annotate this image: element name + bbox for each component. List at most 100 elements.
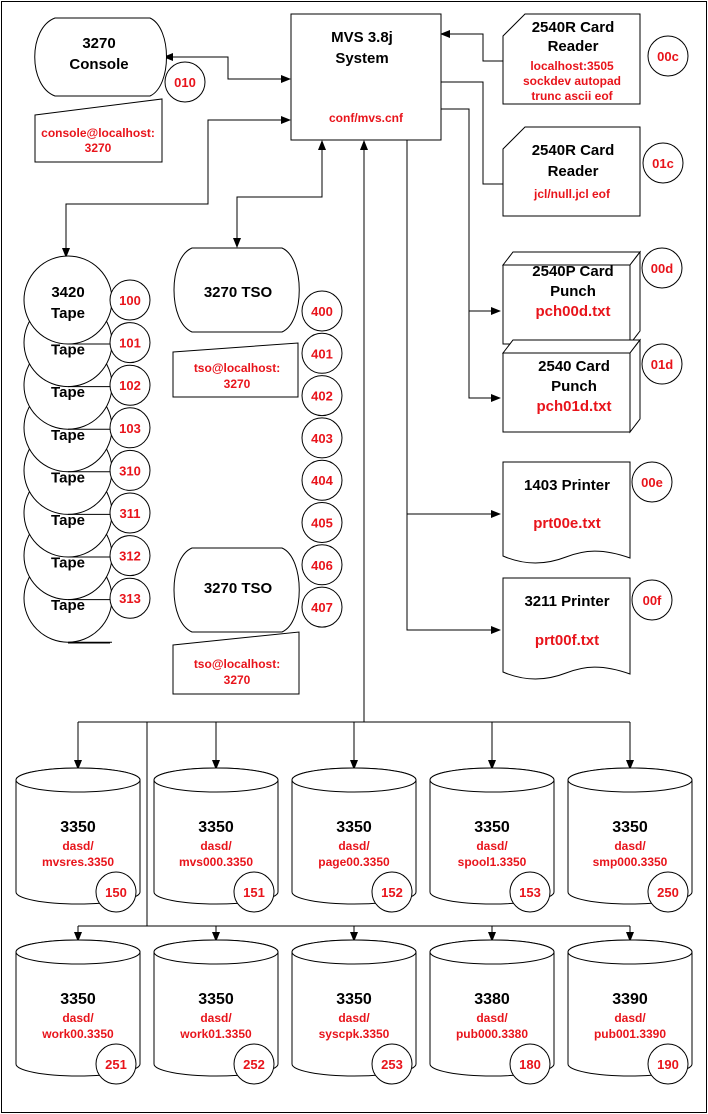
dasd-address: 151 [243, 885, 265, 900]
arrow-to-mvs-from-console [281, 75, 291, 83]
dasd-address-circle [509, 1043, 551, 1085]
reader-00c-info-line1: localhost:3505 [530, 59, 614, 73]
dasd-model: 3350 [336, 991, 372, 1008]
printer-00f-title: 3211 Printer [524, 593, 609, 610]
dasd-address-circle [233, 1043, 275, 1085]
dasd-drop-arrow [212, 760, 220, 770]
dasd-drop-arrow [74, 760, 82, 770]
reader-00c-address-circle [647, 35, 689, 77]
dasd-path-line2: mvs000.3350 [179, 855, 253, 869]
tape-label: Tape [51, 427, 85, 444]
tape-address: 311 [120, 506, 141, 521]
dasd-model: 3350 [474, 819, 510, 836]
printer-00f-node: 3211 Printer prt00f.txt 00f [502, 577, 673, 680]
dasd-address: 251 [105, 1057, 127, 1072]
dasd-cylinder-top [15, 939, 141, 965]
tape-address-circle [109, 577, 151, 619]
dasd-address: 250 [657, 885, 679, 900]
tso-address-circle [301, 459, 343, 501]
reader-00c-card-shape [502, 13, 641, 105]
dasd-drop-arrow [488, 932, 496, 942]
dasd-address: 150 [105, 885, 127, 900]
reader-00c-node: 2540R Card Reader localhost:3505 sockdev… [502, 13, 689, 105]
punch-01d-box-front [502, 352, 631, 433]
dasd-path-line1: dasd/ [200, 839, 232, 853]
printer-00f-address-circle [631, 579, 673, 621]
mvs-title-line2: System [335, 50, 388, 67]
tape-label: Tape [51, 555, 85, 572]
dasd-cylinder-top [291, 767, 417, 793]
tso-1-display-shape [173, 247, 300, 333]
dasd-cylinder-top [429, 767, 555, 793]
dasd-address-circle [95, 871, 137, 913]
tape-drive-100 [23, 255, 113, 345]
reader-01c-address: 01c [652, 156, 674, 171]
dasd-path-line1: dasd/ [338, 839, 370, 853]
reader-01c-address-circle [642, 142, 684, 184]
tso-2-title: 3270 TSO [204, 580, 273, 597]
tape-address: 103 [119, 421, 141, 436]
console-address: 010 [174, 75, 196, 90]
dasd-address: 180 [519, 1057, 541, 1072]
punch-00d-address-circle [641, 247, 683, 289]
dasd-address: 153 [519, 885, 541, 900]
printer-00e-address: 00e [641, 475, 663, 490]
dasd-drop-arrow [74, 932, 82, 942]
arrow-to-punch00d [491, 307, 501, 315]
tso-address-circle [301, 290, 343, 332]
dasd-path-line2: work00.3350 [41, 1027, 114, 1041]
punch-01d-node: 2540 Card Punch pch01d.txt 01d [501, 338, 683, 434]
console-address-circle [164, 61, 206, 103]
dasd-address-circle [509, 871, 551, 913]
arrow-to-mvs-from-tapes [281, 116, 291, 124]
punch-01d-file: pch01d.txt [536, 398, 611, 415]
tso-address-circle [301, 332, 343, 374]
dasd-address-circle [95, 1043, 137, 1085]
console-title-line1: 3270 [82, 35, 115, 52]
tso-node-2: 3270 TSO tso@localhost: 3270 [172, 547, 300, 695]
punch-01d-title-line1: 2540 Card [538, 358, 610, 375]
punch-00d-file: pch00d.txt [535, 303, 610, 320]
dasd-address-circle [233, 871, 275, 913]
connectors [62, 30, 634, 942]
mvs-to-printers-trunk [406, 140, 491, 631]
mvs-title-line1: MVS 3.8j [331, 29, 393, 46]
dasd-cylinder-top [429, 939, 555, 965]
dasd-cylinder-top [153, 939, 279, 965]
dasd-path-line1: dasd/ [476, 1011, 508, 1025]
printer-00e-file: prt00e.txt [533, 515, 601, 532]
tape-label: Tape [51, 469, 85, 486]
arrow-to-mvs-from-tso [318, 140, 326, 150]
dasd-drop-arrow [350, 760, 358, 770]
dasd-path-line2: smp000.3350 [593, 855, 668, 869]
tso-address: 402 [311, 389, 333, 404]
tso-1-connection-box [172, 342, 299, 398]
punch-01d-address: 01d [651, 357, 673, 372]
punch-00d-box-front [502, 264, 631, 345]
printer-00e-address-circle [631, 461, 673, 503]
dasd-cylinder-top [567, 939, 693, 965]
dasd-volumes: 3350dasd/mvsres.33501503350dasd/mvs000.3… [15, 767, 693, 1085]
tape-address-circle [109, 279, 151, 321]
tso-2-connection-line1: tso@localhost: [194, 657, 280, 671]
arrow-to-tso [233, 238, 241, 248]
dasd-path-line2: pub001.3390 [594, 1027, 666, 1041]
tape-address: 100 [119, 293, 141, 308]
tape-address: 101 [119, 336, 141, 351]
dasd-address-circle [371, 1043, 413, 1085]
dasd-model: 3350 [198, 991, 234, 1008]
reader-01c-node: 2540R Card Reader jcl/null.jcl eof 01c [502, 126, 684, 217]
dasd-cylinder-top [153, 767, 279, 793]
tape-address-circle [109, 535, 151, 577]
tso-1-connection-line2: 3270 [224, 377, 251, 391]
arrow-to-punch01d [491, 394, 501, 402]
reader01c-to-mvs-connector [441, 81, 503, 185]
punch-00d-node: 2540P Card Punch pch00d.txt 00d [501, 247, 683, 346]
